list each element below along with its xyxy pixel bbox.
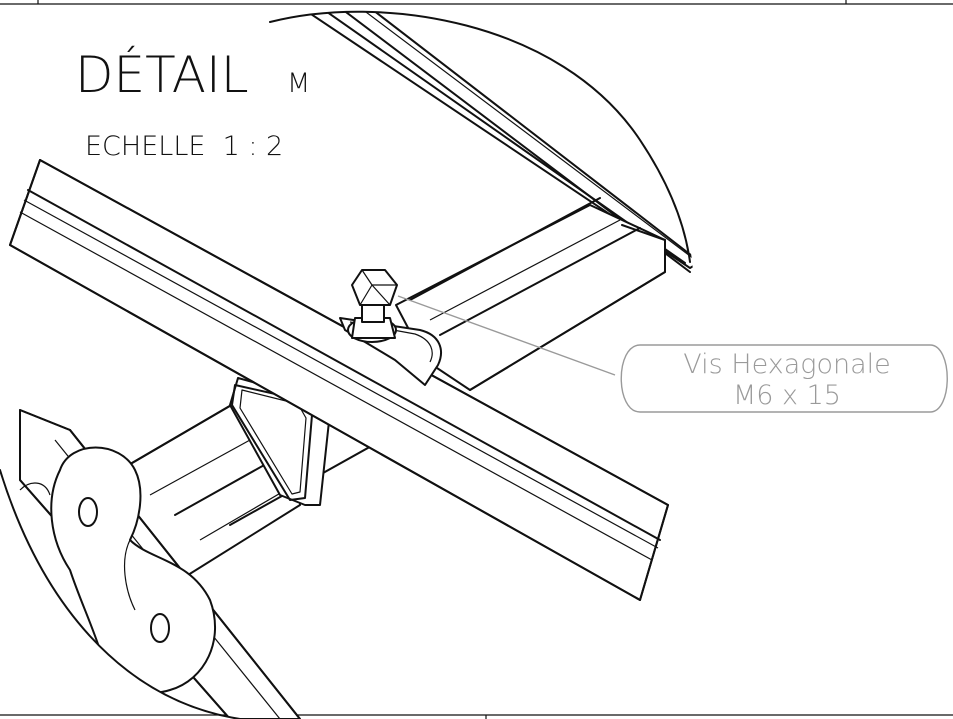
- callout-leader: [397, 295, 616, 376]
- main-diagonal-rail: [9, 159, 669, 601]
- upper-rail: [289, 11, 693, 273]
- callout-line-2: M6 x 15: [733, 380, 841, 411]
- detail-boundary: [269, 10, 691, 263]
- detail-letter: M: [287, 68, 310, 99]
- detail-view: [9, 11, 693, 719]
- callout-balloon: Vis Hexagonale M6 x 15: [620, 344, 948, 413]
- detail-boundary-lower: [0, 469, 241, 719]
- hex-bolt: [347, 269, 398, 343]
- detail-title: DÉTAIL: [75, 45, 249, 104]
- detail-scale: ECHELLE 1 : 2: [85, 131, 283, 162]
- callout-line-1: Vis Hexagonale: [683, 349, 890, 380]
- hinge-plate: [19, 446, 216, 694]
